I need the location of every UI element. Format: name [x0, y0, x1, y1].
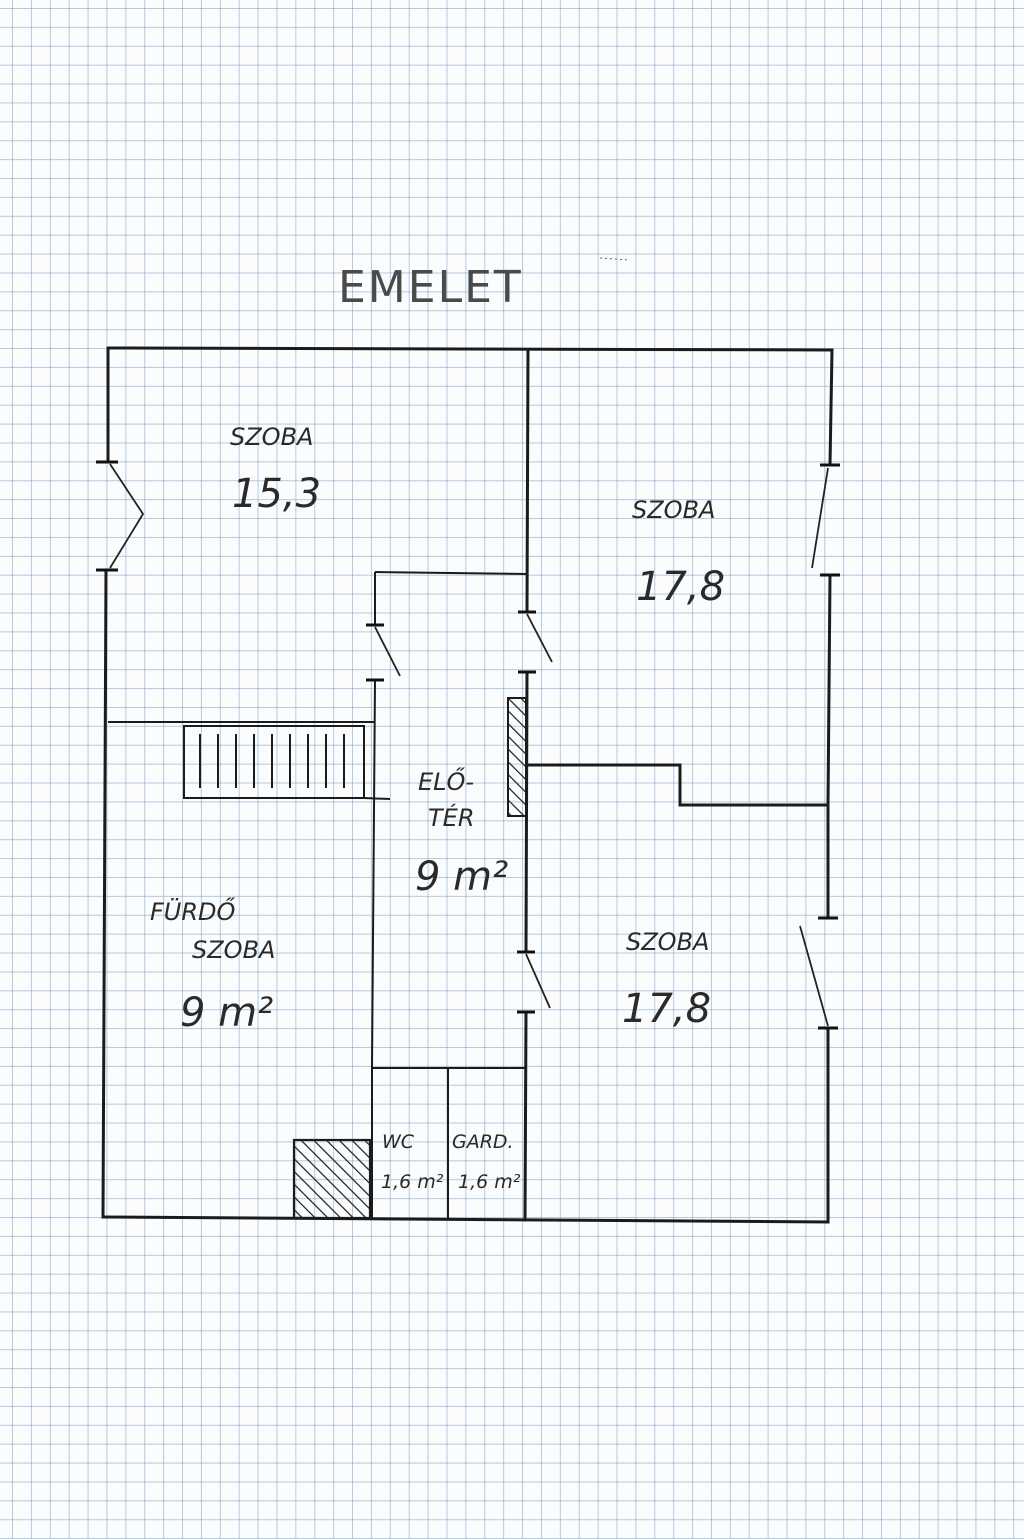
wardrobe-label: GARD. [452, 1131, 514, 1153]
room-top-left: SZOBA 15,3 [230, 423, 321, 517]
room-top-left-label: SZOBA [230, 423, 313, 451]
interior-walls [108, 348, 830, 1222]
hallway: ELŐ- TÉR 9 m² [415, 766, 508, 900]
hallway-area: 9 m² [415, 854, 508, 900]
bathroom-label-line2: SZOBA [192, 936, 275, 964]
plan-title: EMELET [338, 262, 523, 313]
room-top-right-label: SZOBA [632, 496, 715, 524]
bathroom: FÜRDŐ SZOBA 9 m² [150, 896, 275, 1036]
wc: WC 1,6 m² [381, 1131, 444, 1193]
outer-walls [101, 346, 834, 1224]
utility-shaft [292, 1138, 372, 1220]
door-room-bottom-right [517, 950, 551, 1014]
wardrobe-area: 1,6 m² [458, 1171, 521, 1193]
hallway-label-line1: ELŐ- [418, 766, 474, 796]
wc-label: WC [382, 1131, 415, 1153]
staircase [183, 725, 391, 800]
room-top-right: SZOBA 17,8 [632, 496, 725, 610]
hallway-label-line2: TÉR [428, 803, 475, 832]
wardrobe: GARD. 1,6 m² [452, 1131, 521, 1193]
window-right-bottom [799, 916, 838, 1030]
bathroom-area: 9 m² [180, 990, 273, 1036]
room-bottom-right-area: 17,8 [622, 986, 711, 1032]
room-bottom-right-label: SZOBA [626, 928, 709, 956]
door-room-top-right [518, 610, 553, 674]
window-right-top [811, 463, 840, 577]
chimney-shaft [507, 697, 527, 817]
window-left [96, 460, 145, 572]
wc-area: 1,6 m² [381, 1171, 444, 1193]
room-bottom-right: SZOBA 17,8 [622, 928, 711, 1032]
door-room-top-left [366, 623, 401, 682]
bathroom-label-line1: FÜRDŐ [150, 896, 236, 926]
title-dash [599, 257, 631, 261]
room-top-right-area: 17,8 [636, 564, 725, 610]
room-top-left-area: 15,3 [232, 471, 321, 517]
